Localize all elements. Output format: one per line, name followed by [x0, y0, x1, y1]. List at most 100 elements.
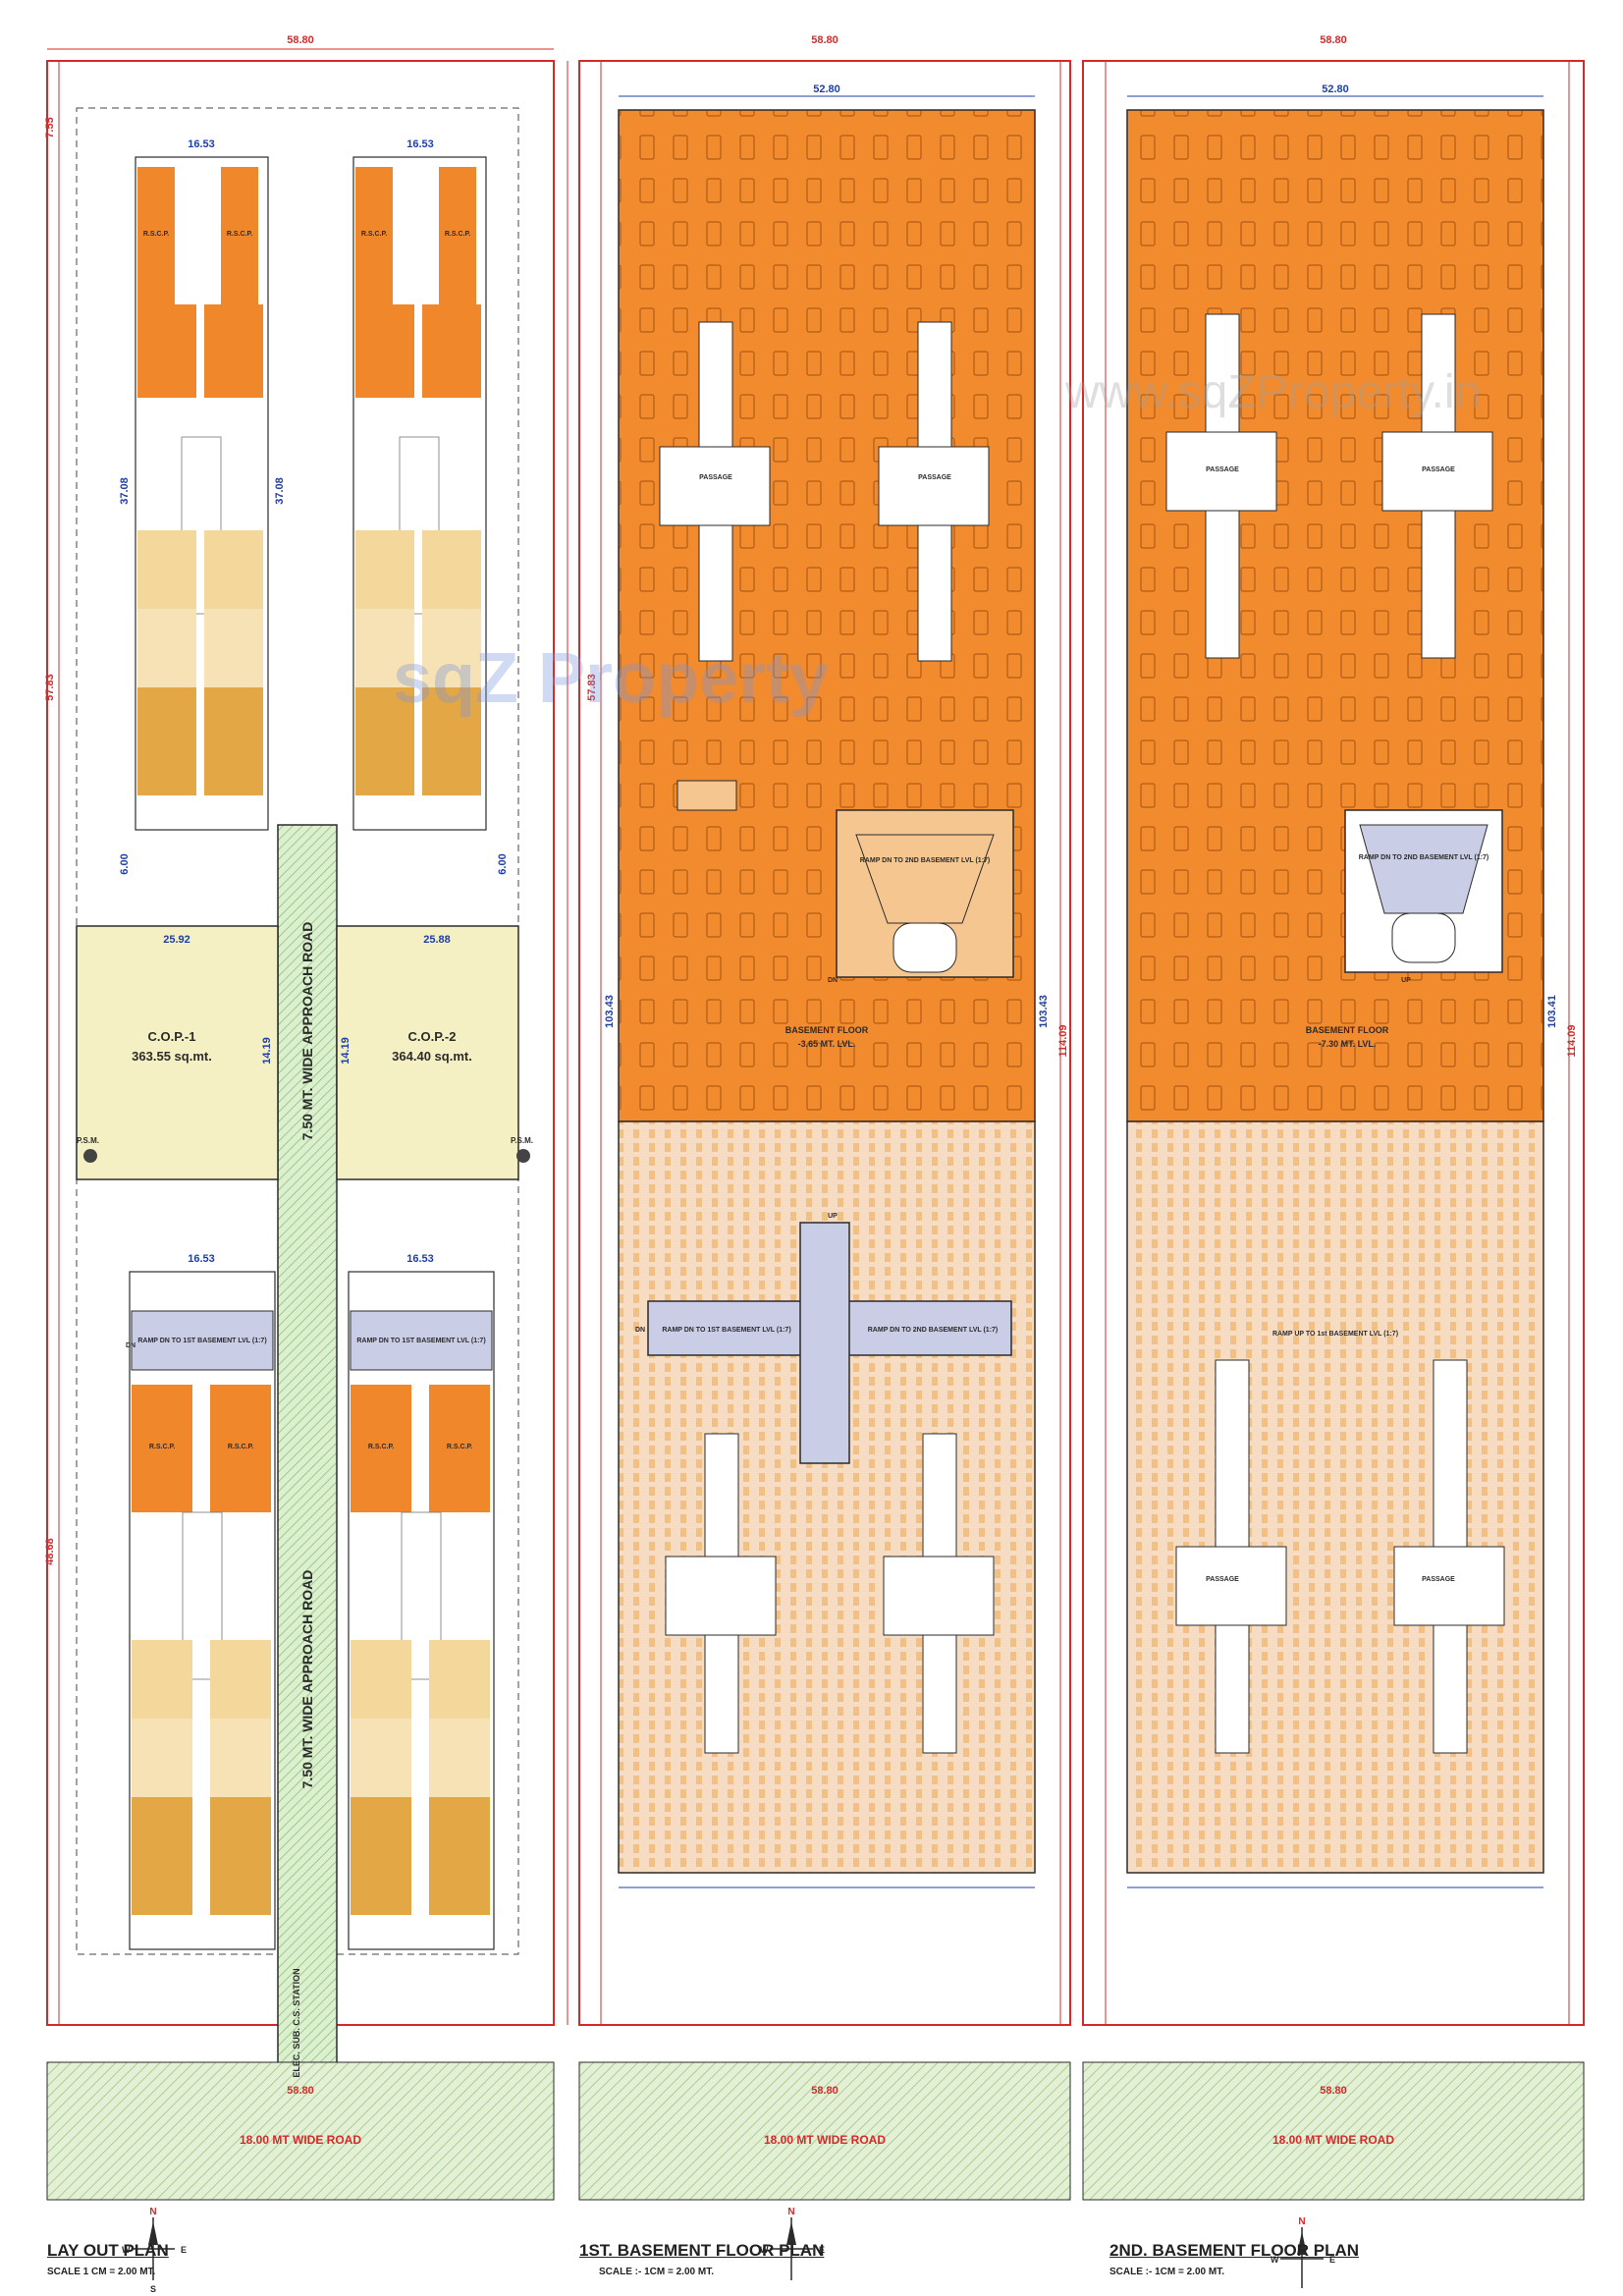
b1-up-label: UP [828, 1213, 838, 1220]
psm-left: P.S.M. [77, 1136, 99, 1145]
building-lower-left [129, 1271, 276, 1950]
rscp-ul-2: R.S.C.P. [227, 231, 252, 238]
cop1-name: C.O.P.-1 [148, 1029, 196, 1044]
bldg-width-ll: 16.53 [188, 1253, 215, 1265]
road-dim-b1: 58.80 [811, 2085, 839, 2097]
b2-dim-side: 103.41 [1546, 995, 1558, 1028]
basement1-scale: SCALE :- 1CM = 2.00 MT. [599, 2267, 714, 2277]
b2-basement-label: BASEMENT FLOOR [1306, 1025, 1389, 1035]
b1-core-3-lobby [665, 1556, 777, 1636]
rscp-ll-2: R.S.C.P. [228, 1444, 253, 1450]
b2-dim-right: 114.09 [1566, 1024, 1578, 1057]
b2-core-4-lobby [1393, 1546, 1505, 1626]
b2-dim-top: 58.80 [1320, 34, 1347, 46]
rscp-ul-1: R.S.C.P. [143, 231, 169, 238]
b2-core-2-lobby [1381, 431, 1493, 512]
building-lower-right [348, 1271, 495, 1950]
ramp-label-ll: RAMP DN TO 1ST BASEMENT LVL (1:7) [137, 1338, 266, 1344]
b1-dn-label: DN [828, 977, 838, 984]
psm-left-marker [83, 1149, 97, 1163]
bldg-width-lr: 16.53 [406, 1253, 434, 1265]
compass-layout-n: N [149, 2207, 156, 2217]
b2-pale-zone [1126, 1121, 1544, 1874]
bldg-width-ur: 16.53 [406, 138, 434, 150]
cop-2-area [336, 925, 519, 1180]
b1-dim-inner: 52.80 [813, 83, 840, 95]
b1-passage-2: PASSAGE [918, 474, 951, 481]
road-label-b2: 18.00 MT WIDE ROAD [1272, 2133, 1394, 2147]
b1-basement-label: BASEMENT FLOOR [785, 1025, 869, 1035]
cop1-width: 25.92 [163, 934, 190, 946]
b2-dim-inner: 52.80 [1322, 83, 1349, 95]
b1-ramp-lines [855, 834, 995, 924]
road-label-b1: 18.00 MT WIDE ROAD [764, 2133, 886, 2147]
road-strip-layout [46, 2061, 555, 2201]
b1-ramp-up-label-left: RAMP DN TO 1ST BASEMENT LVL (1:7) [662, 1327, 790, 1334]
basement1-title: 1ST. BASEMENT FLOOR PLAN [579, 2241, 825, 2260]
basement2-scale: SCALE :- 1CM = 2.00 MT. [1109, 2267, 1224, 2277]
building-upper-left [135, 156, 269, 831]
b2-basement-level: -7.30 MT. LVL. [1319, 1039, 1377, 1049]
compass-b2-n: N [1298, 2216, 1305, 2227]
rscp-lr-1: R.S.C.P. [368, 1444, 394, 1450]
b1-small-box [676, 780, 737, 811]
b1-core-2-lobby [878, 446, 990, 526]
b1-dn-label-left: DN [635, 1327, 645, 1334]
b2-passage-2: PASSAGE [1422, 466, 1455, 473]
bldg-depth-ul-r: 37.08 [274, 477, 286, 505]
rscp-lr-2: R.S.C.P. [447, 1444, 472, 1450]
approach-road [277, 824, 338, 2073]
cop-depth-1: 14.19 [261, 1037, 273, 1065]
road-dim-layout: 58.80 [287, 2085, 314, 2097]
psm-right-marker [516, 1149, 530, 1163]
b2-ramp-label: RAMP DN TO 2ND BASEMENT LVL (1:7) [1359, 854, 1489, 861]
b2-ramp-arch [1391, 912, 1456, 963]
b2-core-1-lobby [1165, 431, 1277, 512]
b2-ramp-lines [1359, 824, 1488, 914]
building-upper-right [352, 156, 487, 831]
rscp-ur-2: R.S.C.P. [445, 231, 470, 238]
road-strip-b1 [578, 2061, 1071, 2201]
bldg-depth-ul: 37.08 [119, 477, 131, 505]
bldg-width-ul: 16.53 [188, 138, 215, 150]
layout-dim-left-lower: 48.68 [44, 1538, 56, 1565]
compass-layout: N S E W [122, 2207, 187, 2294]
b1-dim-right: 114.09 [1057, 1024, 1069, 1057]
elec-station-label: ELEC. SUB. C.S. STATION [292, 1968, 301, 2077]
b1-dim-left: 57.83 [586, 674, 598, 701]
cop2-area: 364.40 sq.mt. [392, 1049, 472, 1064]
rscp-ur-1: R.S.C.P. [361, 231, 387, 238]
b2-passage-1: PASSAGE [1206, 466, 1239, 473]
layout-dim-top: 58.80 [287, 34, 314, 46]
setback-ul: 6.00 [119, 853, 131, 874]
compass-b2-w: W [1271, 2255, 1279, 2265]
compass-layout-w: W [122, 2245, 131, 2255]
b1-dim-side: 103.43 [604, 995, 616, 1028]
b1-ramp-up-label-right: RAMP DN TO 2ND BASEMENT LVL (1:7) [868, 1327, 999, 1334]
b2-passage-3: PASSAGE [1206, 1576, 1239, 1583]
b2-up-label: UP [1401, 977, 1411, 984]
compass-b1-n: N [787, 2207, 794, 2217]
compass-layout-s: S [150, 2284, 156, 2294]
compass-b1: N E W [760, 2207, 825, 2280]
setback-ur: 6.00 [497, 853, 509, 874]
b1-ramp-vertical [799, 1222, 850, 1464]
b1-dim-top: 58.80 [811, 34, 839, 46]
road-label-layout: 18.00 MT WIDE ROAD [240, 2133, 361, 2147]
b1-passage-1: PASSAGE [699, 474, 732, 481]
b1-basement-level: -3.65 MT. LVL. [798, 1039, 856, 1049]
cop-1-area [76, 925, 279, 1180]
b2-passage-4: PASSAGE [1422, 1576, 1455, 1583]
compass-b2-e: E [1329, 2255, 1335, 2265]
b2-core-3-lobby [1175, 1546, 1287, 1626]
b1-dim-side-right: 103.43 [1038, 995, 1050, 1028]
basement1-panel [578, 60, 1071, 2026]
compass-b1-e: E [819, 2245, 825, 2255]
basement2-title: 2ND. BASEMENT FLOOR PLAN [1109, 2241, 1360, 2260]
compass-b1-w: W [760, 2245, 769, 2255]
basement2-panel [1082, 60, 1585, 2026]
ramp-label-lr: RAMP DN TO 1ST BASEMENT LVL (1:7) [356, 1338, 485, 1344]
dn-label-ll: DN [126, 1342, 135, 1349]
layout-plan-title: LAY OUT PLAN [47, 2241, 169, 2260]
